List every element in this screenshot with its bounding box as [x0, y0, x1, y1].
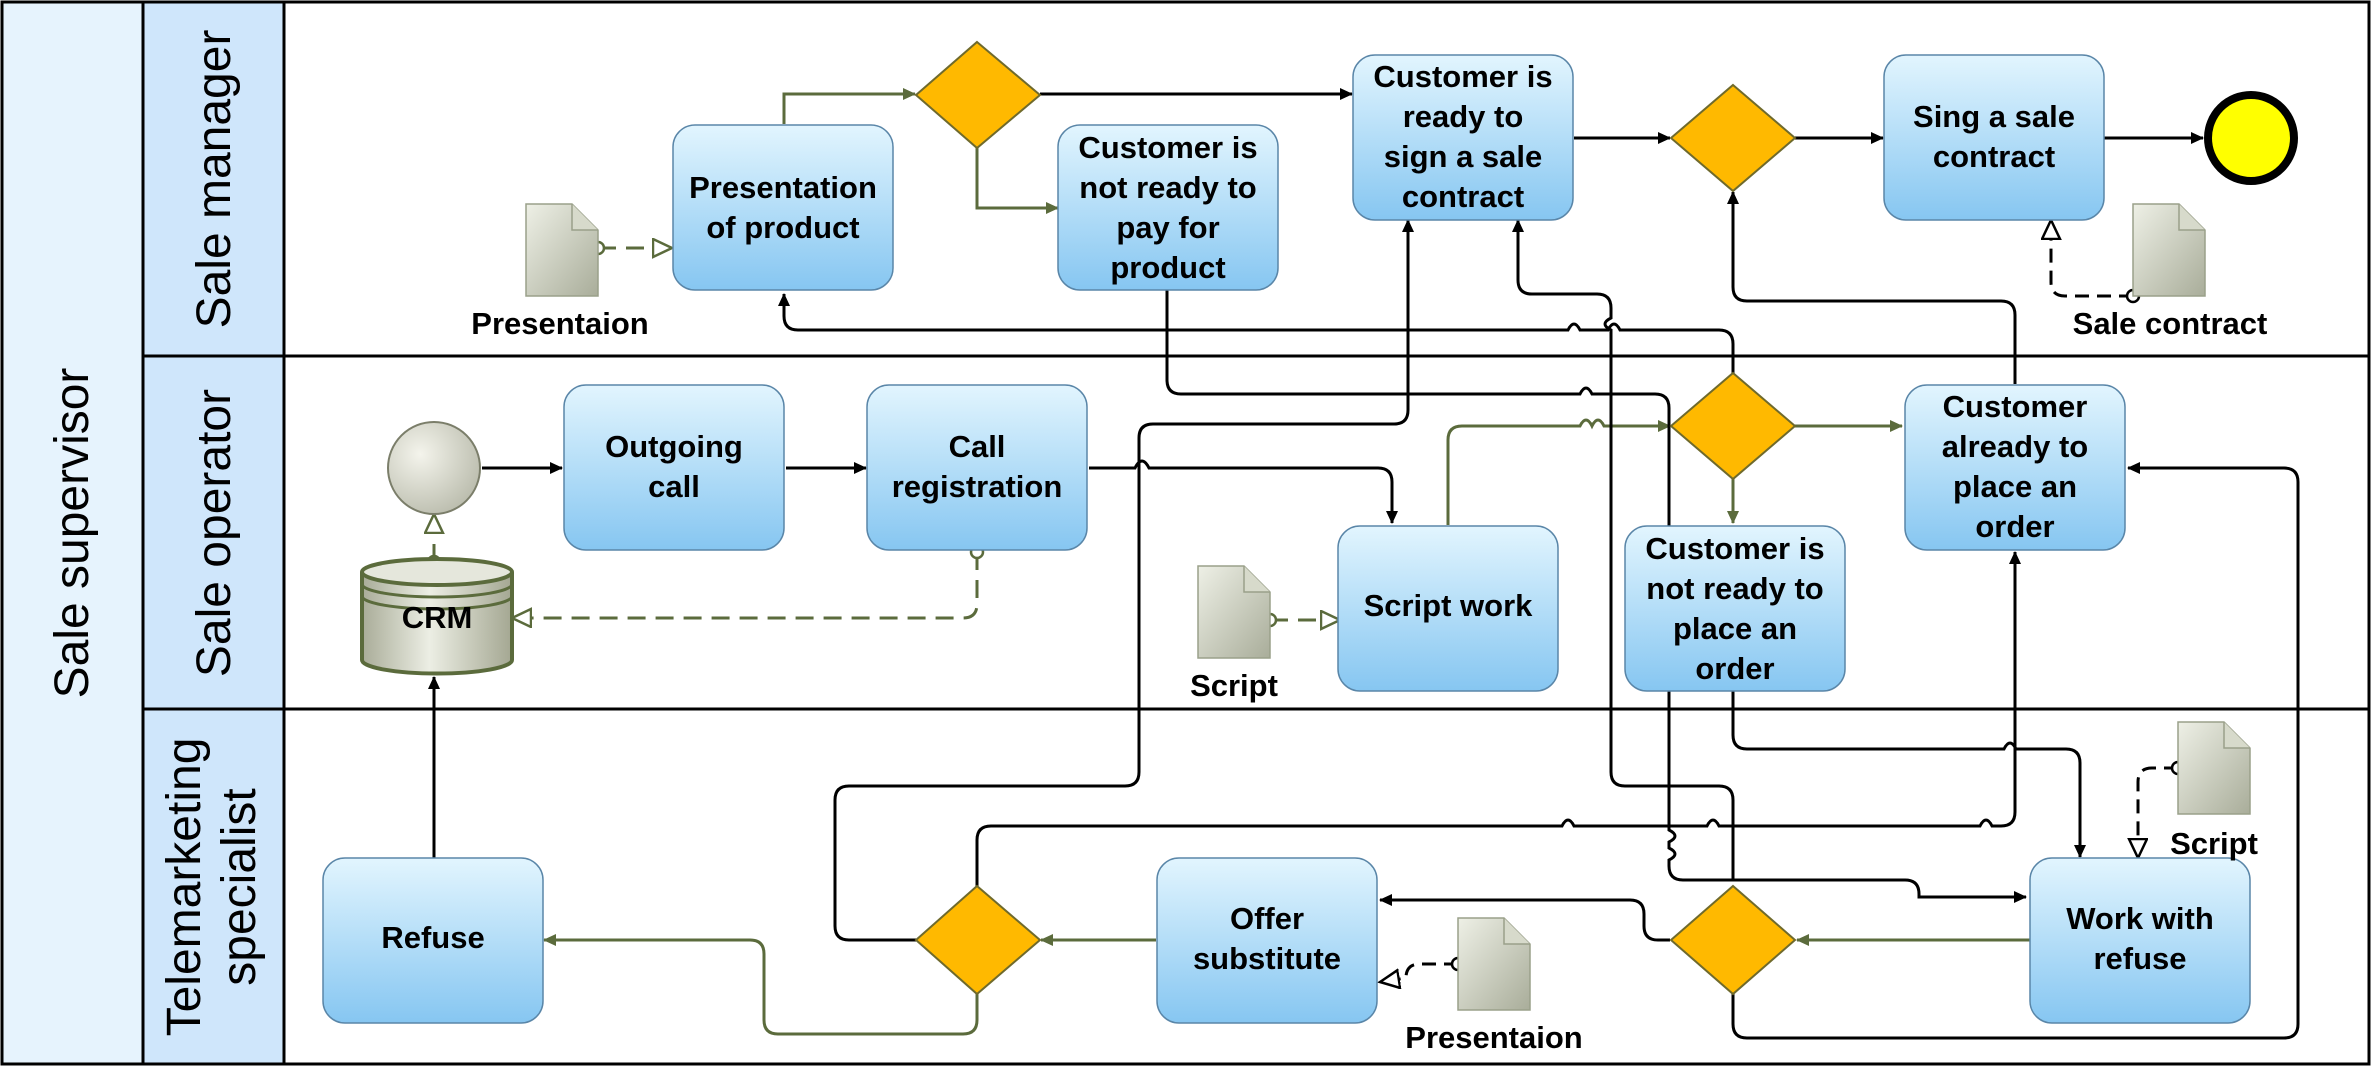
- flow-gw1-to-not-ready-pay: [975, 148, 1059, 214]
- gateway-substitute[interactable]: [914, 884, 1042, 996]
- task-outgoing-call[interactable]: Outgoing call: [563, 384, 785, 551]
- document-script-2-label: Script: [2170, 826, 2258, 861]
- svg-text:Refuse: Refuse: [381, 920, 484, 955]
- task-presentation-line-1: Presentation: [689, 170, 877, 205]
- task-outgoing-line-2: call: [648, 469, 700, 504]
- gateway-sign-contract[interactable]: [1669, 83, 1797, 193]
- task-ready-order-line-2: already to: [1942, 429, 2088, 464]
- task-call-registration[interactable]: Call registration: [866, 384, 1088, 551]
- task-ready-sign-line-2: ready to: [1403, 99, 1524, 134]
- document-sale-contract[interactable]: [2132, 203, 2206, 297]
- task-offer-line-1: Offer: [1230, 901, 1304, 936]
- task-not-ready-order-line-4: order: [1695, 651, 1774, 686]
- task-customer-not-ready-to-pay[interactable]: Customer is not ready to pay for product: [1057, 124, 1279, 291]
- flow-gw-sub-to-ready-order: [975, 551, 2021, 886]
- svg-text:Script work: Script work: [1364, 588, 1534, 623]
- task-not-ready-order-line-1: Customer is: [1645, 531, 1824, 566]
- task-ready-order-line-4: order: [1975, 509, 2054, 544]
- task-customer-not-ready-to-order[interactable]: Customer is not ready to place an order: [1624, 525, 1846, 692]
- task-presentation-line-2: of product: [706, 210, 859, 245]
- flow-gw-sub-to-refuse: [543, 934, 979, 1036]
- flow-gw-tm-to-ready-order: [1731, 462, 2300, 1040]
- task-sing-sale-contract[interactable]: Sing a sale contract: [1883, 54, 2105, 221]
- task-work-with-refuse[interactable]: Work with refuse: [2029, 857, 2251, 1024]
- flow-ready-order-to-gw2: [1727, 191, 2017, 384]
- task-work-refuse-line-1: Work with: [2066, 901, 2214, 936]
- flow-presentation-to-gw1: [782, 88, 916, 124]
- task-refuse[interactable]: Refuse: [322, 857, 544, 1024]
- task-ready-sign-line-4: contract: [1402, 179, 1524, 214]
- task-ready-order-line-3: place an: [1953, 469, 2077, 504]
- task-script-work[interactable]: Script work: [1337, 525, 1559, 692]
- task-presentation-of-product[interactable]: Presentation of product: [672, 124, 894, 291]
- task-not-ready-pay-line-2: not ready to: [1079, 170, 1256, 205]
- task-sing-contract-line-1: Sing a sale: [1913, 99, 2075, 134]
- pool-title: Sale supervisor: [46, 368, 99, 699]
- flow-script-work-to-gw-op: [1446, 418, 1671, 525]
- task-ready-sign-line-3: sign a sale: [1384, 139, 1543, 174]
- assoc-call-reg-to-crm: [512, 552, 977, 618]
- sequence-flows: [434, 88, 2300, 1040]
- task-customer-ready-to-sign[interactable]: Customer is ready to sign a sale contract: [1352, 54, 1574, 221]
- document-presentation-label: Presentaion: [471, 306, 648, 341]
- task-not-ready-pay-line-1: Customer is: [1078, 130, 1257, 165]
- flow-gw-op-to-presentation: [778, 293, 1735, 373]
- flow-not-ready-pay-to-work-refuse: [1165, 290, 2027, 903]
- lane-sale-manager: Sale manager: [141, 0, 2371, 358]
- start-event[interactable]: [387, 421, 481, 515]
- crm-data-store[interactable]: CRM: [360, 557, 514, 676]
- assoc-presentation-doc-2: [1380, 964, 1458, 982]
- lane-title-sale-operator: Sale operator: [188, 389, 241, 677]
- task-not-ready-pay-line-3: pay for: [1116, 210, 1219, 245]
- task-ready-sign-line-1: Customer is: [1373, 59, 1552, 94]
- document-script-label: Script: [1190, 668, 1278, 703]
- document-presentation-2[interactable]: [1457, 917, 1531, 1011]
- lane-title-sale-manager: Sale manager: [188, 30, 241, 329]
- document-script[interactable]: [1197, 565, 1271, 659]
- gateway-order-decision[interactable]: [1669, 371, 1797, 481]
- crm-label: CRM: [402, 600, 473, 635]
- end-event[interactable]: [2204, 91, 2298, 185]
- gateway-presentation[interactable]: [914, 40, 1042, 150]
- task-not-ready-order-line-3: place an: [1673, 611, 1797, 646]
- task-ready-order-line-1: Customer: [1943, 389, 2088, 424]
- task-sing-contract-line-2: contract: [1933, 139, 2055, 174]
- document-script-2[interactable]: [2177, 721, 2251, 815]
- lane-telemarketing: Telemarketing specialist: [141, 707, 2371, 1066]
- document-sale-contract-label: Sale contract: [2073, 306, 2268, 341]
- task-customer-ready-to-order[interactable]: Customer already to place an order: [1904, 384, 2126, 551]
- flow-gw-tm-to-offer: [1379, 894, 1670, 942]
- assoc-sale-contract-doc: [2051, 220, 2133, 296]
- assoc-script-doc-2: [2138, 768, 2178, 858]
- task-call-reg-line-2: registration: [892, 469, 1063, 504]
- task-refuse-line-1: Refuse: [381, 920, 484, 955]
- flow-gw-tm-to-ready-sign: [1512, 219, 1735, 880]
- task-not-ready-order-line-2: not ready to: [1646, 571, 1823, 606]
- task-offer-line-2: substitute: [1193, 941, 1341, 976]
- task-script-work-line-1: Script work: [1364, 588, 1534, 623]
- task-work-refuse-line-2: refuse: [2093, 941, 2186, 976]
- task-call-reg-line-1: Call: [949, 429, 1006, 464]
- flow-not-ready-order-to-work-refuse: [1731, 690, 2086, 858]
- task-outgoing-line-1: Outgoing: [605, 429, 743, 464]
- document-presentation[interactable]: [525, 203, 599, 297]
- task-not-ready-pay-line-4: product: [1110, 250, 1225, 285]
- lane-title-telemarketing-2: specialist: [213, 788, 266, 985]
- lane-title-telemarketing-1: Telemarketing: [158, 738, 211, 1037]
- flow-gw-sub-to-ready-sign: [833, 219, 1414, 942]
- gateway-refuse-work[interactable]: [1669, 884, 1797, 996]
- document-presentation-2-label: Presentaion: [1405, 1020, 1582, 1055]
- task-offer-substitute[interactable]: Offer substitute: [1156, 857, 1378, 1024]
